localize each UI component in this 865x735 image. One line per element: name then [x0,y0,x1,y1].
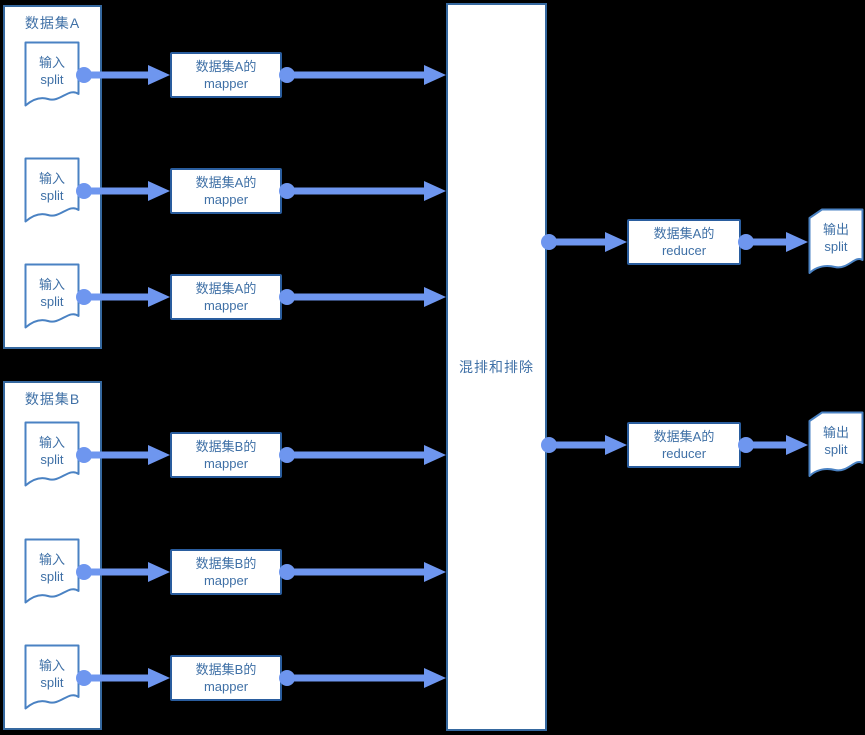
mapper-b-node: 数据集B的 mapper [170,549,282,595]
input-split-label: 输入 split [38,435,65,467]
input-split-node: 输入 split [24,41,80,109]
mapper-a-node: 数据集A的 mapper [170,274,282,320]
arrow [279,287,446,307]
arrow-head [148,65,170,85]
mapper-b-node: 数据集B的 mapper [170,432,282,478]
mapper-a-node: 数据集A的 mapper [170,168,282,214]
shuffle-node: 混排和排除 [446,3,547,731]
arrow-head [424,181,446,201]
mapper-a-node: 数据集A的 mapper [170,52,282,98]
mapper-b-node: 数据集B的 mapper [170,655,282,701]
mapper-a-label: 数据集A的 mapper [195,59,257,91]
document-shape-icon [808,208,864,274]
arrow-head [786,435,808,455]
document-shape-icon [24,644,80,710]
output-split-label: 输出 split [822,425,849,457]
arrow [738,435,808,455]
input-split-node: 输入 split [24,421,80,489]
reducer-top-label: 数据集A的 reducer [653,226,715,258]
mapper-a-label: 数据集A的 mapper [195,175,257,207]
arrow [738,232,808,252]
arrow-head [424,562,446,582]
output-split-node: 输出 split [808,208,864,276]
mapper-b-label: 数据集B的 mapper [195,439,257,471]
arrow-head [424,287,446,307]
reducer-top-node: 数据集A的 reducer [627,219,741,265]
arrow-head [148,287,170,307]
document-shape-icon [24,157,80,223]
input-split-label: 输入 split [38,658,65,690]
document-shape-icon [24,41,80,107]
arrow [541,232,627,252]
document-shape-icon [24,421,80,487]
arrow-head [424,668,446,688]
arrow-head [786,232,808,252]
input-split-node: 输入 split [24,157,80,225]
arrow-head [148,445,170,465]
arrow-head [605,435,627,455]
arrow-head [424,445,446,465]
input-split-node: 输入 split [24,644,80,712]
reducer-bottom-node: 数据集A的 reducer [627,422,741,468]
arrow [541,435,627,455]
input-split-node: 输入 split [24,263,80,331]
arrow-head [424,65,446,85]
arrow [279,562,446,582]
document-shape-icon [24,263,80,329]
reducer-bottom-label: 数据集A的 reducer [653,429,715,461]
arrow [279,181,446,201]
input-split-label: 输入 split [38,55,65,87]
shuffle-label: 混排和排除 [459,359,534,375]
arrow-head [148,668,170,688]
arrow [279,668,446,688]
arrow-head [148,562,170,582]
output-split-label: 输出 split [822,222,849,254]
arrow [279,445,446,465]
input-split-label: 输入 split [38,277,65,309]
document-shape-icon [808,411,864,477]
mapper-b-label: 数据集B的 mapper [195,556,257,588]
document-shape-icon [24,538,80,604]
input-split-label: 输入 split [38,552,65,584]
output-split-node: 输出 split [808,411,864,479]
arrow [279,65,446,85]
dataset-b-label: 数据集B [24,391,81,407]
arrow-head [605,232,627,252]
dataset-a-label: 数据集A [24,15,81,31]
mapper-a-label: 数据集A的 mapper [195,281,257,313]
mapper-b-label: 数据集B的 mapper [195,662,257,694]
input-split-node: 输入 split [24,538,80,606]
arrow-head [148,181,170,201]
input-split-label: 输入 split [38,171,65,203]
